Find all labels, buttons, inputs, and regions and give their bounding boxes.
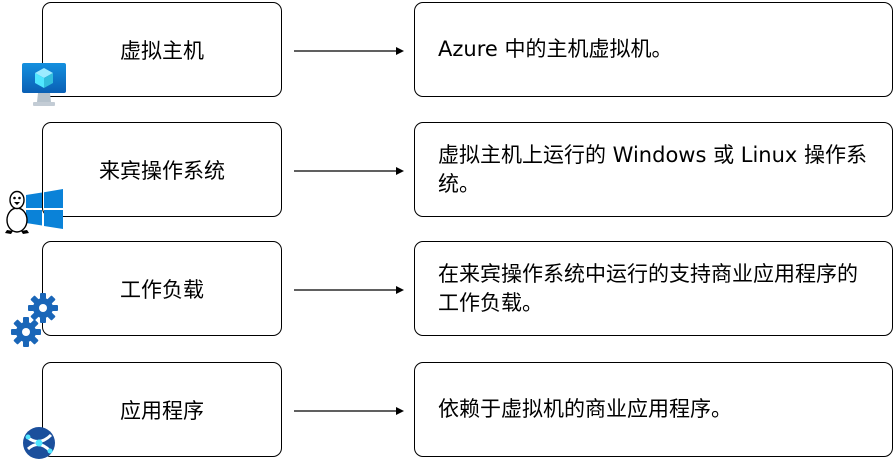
application-description: 依赖于虚拟机的商业应用程序。 [438, 397, 732, 421]
row-workload: 工作负载 在来宾操作系统中运行的支持商业应用程序的工作负载。 [0, 241, 894, 339]
arrow-icon [294, 47, 404, 55]
virtual-host-description: Azure 中的主机虚拟机。 [438, 37, 673, 61]
application-label: 应用程序 [120, 398, 204, 423]
arrow-icon [294, 407, 404, 415]
arrow-icon [294, 167, 404, 175]
linux-windows-icon [5, 189, 63, 234]
app-globe-icon [23, 427, 55, 459]
arrow-icon [294, 286, 404, 294]
application-box: 应用程序 [42, 362, 282, 457]
application-description-box: 依赖于虚拟机的商业应用程序。 [414, 362, 893, 457]
workload-description: 在来宾操作系统中运行的支持商业应用程序的工作负载。 [438, 261, 858, 315]
virtual-host-description-box: Azure 中的主机虚拟机。 [414, 2, 893, 97]
guest-os-description: 虚拟主机上运行的 Windows 或 Linux 操作系统。 [438, 142, 868, 196]
row-virtual-host: 虚拟主机 Azure 中的主机虚拟机。 [0, 2, 894, 100]
workload-description-box: 在来宾操作系统中运行的支持商业应用程序的工作负载。 [414, 241, 893, 336]
monitor-cube-icon [22, 63, 66, 106]
virtual-host-box: 虚拟主机 [42, 2, 282, 97]
row-guest-os: 来宾操作系统 虚拟主机上运行的 Windows 或 Linux 操作系统。 [0, 122, 894, 220]
row-application: 应用程序 依赖于虚拟机的商业应用程序。 [0, 362, 894, 460]
virtual-host-label: 虚拟主机 [120, 38, 204, 63]
guest-os-description-box: 虚拟主机上运行的 Windows 或 Linux 操作系统。 [414, 122, 893, 217]
gears-icon [11, 293, 58, 347]
workload-box: 工作负载 [42, 241, 282, 336]
guest-os-label: 来宾操作系统 [99, 158, 225, 183]
workload-label: 工作负载 [120, 277, 204, 302]
guest-os-box: 来宾操作系统 [42, 122, 282, 217]
